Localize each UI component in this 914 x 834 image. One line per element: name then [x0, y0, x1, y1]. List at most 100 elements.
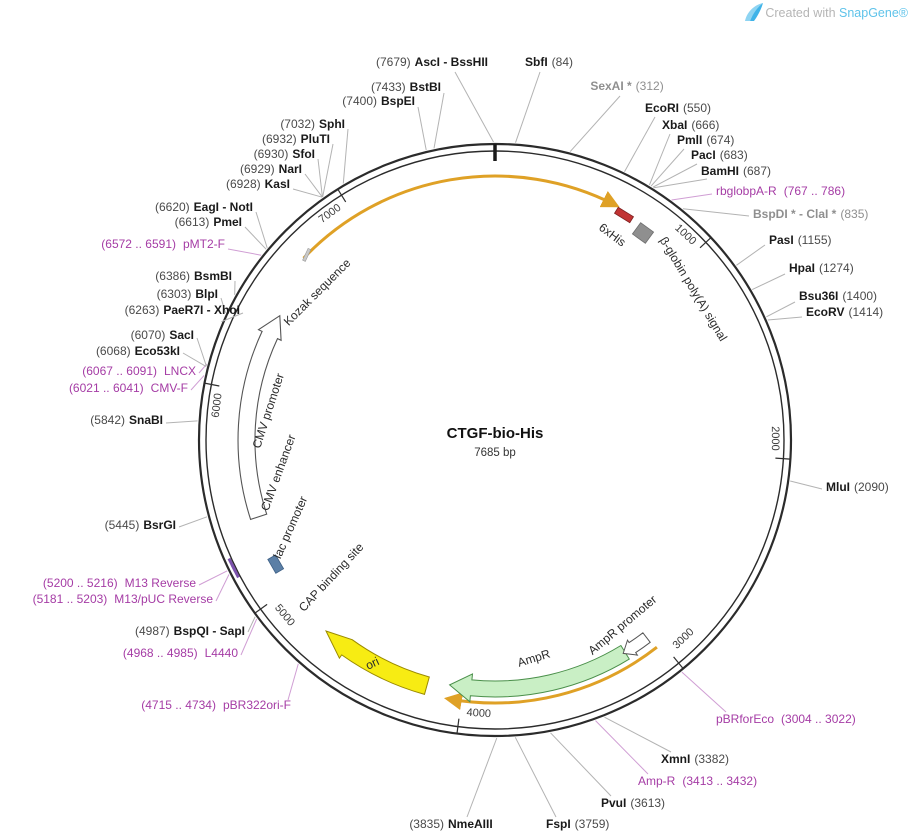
feature-label-ampr: AmpR: [516, 647, 552, 670]
leader-line: [221, 312, 244, 323]
site-label-sfoi: (6930)SfoI: [254, 147, 315, 161]
leader-line: [287, 663, 299, 701]
leader-line: [790, 480, 823, 490]
leader-line: [767, 316, 803, 321]
leader-line: [595, 720, 649, 775]
leader-line: [466, 737, 498, 818]
leader-line: [220, 297, 226, 313]
site-label-snabi: (5842)SnaBI: [90, 413, 163, 427]
site-labels: (7679)AscI - BssHII SbfI(84) (7433)BstBI…: [33, 55, 889, 831]
site-label-bamhi: BamHI(687): [701, 164, 771, 178]
leader-line: [624, 116, 656, 172]
site-label-saci: (6070)SacI: [131, 328, 194, 342]
site-label-ecori: EcoRI(550): [645, 101, 711, 115]
site-label-amp-r: Amp-R(3413 .. 3432): [638, 774, 757, 788]
leader-line: [244, 226, 267, 250]
site-label-nari: (6929)NarI: [240, 162, 302, 176]
leader-line: [198, 363, 208, 374]
plasmid-name: CTGF-bio-His: [447, 425, 544, 442]
leader-line: [165, 420, 198, 424]
plasmid-backbone: [197, 142, 793, 738]
site-label-pmei: (6613)PmeI: [175, 215, 242, 229]
tick-mark: [337, 188, 347, 203]
leader-line: [766, 301, 796, 318]
ampr-arrow: [448, 644, 630, 703]
polya-signal-box: [631, 222, 655, 244]
feature-label-ori: ori: [363, 654, 381, 672]
feature-label-bglobin-polya: β-globin poly(A) signal: [657, 234, 730, 343]
leader-line: [652, 163, 698, 188]
site-label-mlui: MluI(2090): [826, 480, 889, 494]
leader-line: [292, 188, 323, 198]
leader-lines: [165, 71, 823, 818]
site-label-paer7i-xhoi: (6263)PaeR7I - XhoI: [125, 303, 240, 317]
leader-line: [215, 574, 230, 602]
leader-line: [247, 616, 256, 633]
leader-line: [182, 352, 207, 368]
tick-mark: [673, 656, 684, 669]
tick-label: 1000: [672, 222, 698, 247]
site-label-pasi: PasI(1155): [769, 233, 831, 247]
site-label-pmt2-f: (6572 .. 6591)pMT2-F: [101, 237, 225, 251]
kozak-marker: [302, 247, 312, 262]
leader-line: [514, 737, 557, 818]
site-label-pbrforeco: pBRforEco(3004 .. 3022): [716, 712, 856, 726]
site-label-xbai: XbaI(666): [662, 118, 719, 132]
site-label-lncx: (6067 .. 6091)LNCX: [82, 364, 196, 378]
site-label-kasi: (6928)KasI: [226, 177, 290, 191]
his-tag-marker: [613, 206, 635, 224]
leader-line: [682, 208, 750, 217]
plasmid-size: 7685 bp: [474, 447, 516, 459]
site-label-rbglobpa-r: rbglobpA-R(767 .. 786): [716, 184, 845, 198]
tick-mark: [254, 603, 268, 614]
leader-line: [569, 95, 621, 152]
leader-line: [317, 158, 323, 198]
site-label-nmeaiii: (3835)NmeAIII: [409, 817, 492, 831]
ori-arrow: [325, 630, 430, 696]
cds-arc-bottom: [443, 646, 658, 711]
site-label-ecorv: EcoRV(1414): [806, 305, 883, 319]
leader-line: [751, 273, 786, 291]
tick-mark: [456, 718, 460, 734]
site-label-bstbi: (7433)BstBI: [371, 80, 441, 94]
leader-line: [550, 732, 612, 797]
leader-line: [227, 248, 262, 256]
site-label-hpai: HpaI(1274): [789, 261, 854, 275]
leader-line: [190, 375, 205, 391]
leader-line: [304, 173, 323, 198]
site-label-bspei: (7400)BspEI: [342, 94, 415, 108]
leader-line: [515, 71, 541, 143]
site-label-bsrgi: (5445)BsrGI: [105, 518, 176, 532]
ampr-promoter-arrow: [622, 632, 651, 656]
cap-binding-site-marker: [267, 554, 285, 574]
leader-line: [196, 337, 207, 367]
tick-label: 2000: [769, 426, 781, 451]
tick-label: 6000: [210, 393, 225, 419]
site-label-bsu36i: Bsu36I(1400): [799, 289, 877, 303]
leader-line: [433, 92, 445, 149]
site-label-sbfi: SbfI(84): [525, 55, 573, 69]
leader-line: [342, 128, 349, 184]
site-label-m13-reverse: (5200 .. 5216)M13 Reverse: [43, 576, 196, 590]
leader-line: [671, 193, 713, 201]
leader-line: [240, 618, 258, 656]
site-label-xmni: XmnI(3382): [661, 752, 729, 766]
tick-label: 4000: [466, 707, 491, 720]
leader-line: [178, 516, 208, 528]
site-label-paci: PacI(683): [691, 148, 748, 162]
site-label-bspdi-clai: BspDI * - ClaI *(835): [753, 207, 868, 221]
site-label-eco53ki: (6068)Eco53kI: [96, 344, 180, 358]
site-label-pvui: PvuI(3613): [601, 796, 665, 810]
site-label-eagi-noti: (6620)EagI - NotI: [155, 200, 253, 214]
leader-line: [650, 148, 685, 187]
tick-label: 5000: [272, 602, 297, 628]
tick-mark: [204, 382, 220, 387]
site-label-sexai: SexAI *(312): [590, 79, 663, 93]
tick-mark: [699, 237, 712, 249]
leader-line: [417, 106, 427, 151]
tick-label: 7000: [317, 202, 344, 226]
scale-ticks: 1000 2000 3000 4000 5000 6000 7000: [204, 188, 791, 734]
watermark-text: Created with SnapGene®: [765, 6, 908, 20]
site-label-cmv-f: (6021 .. 6041)CMV-F: [69, 381, 188, 395]
